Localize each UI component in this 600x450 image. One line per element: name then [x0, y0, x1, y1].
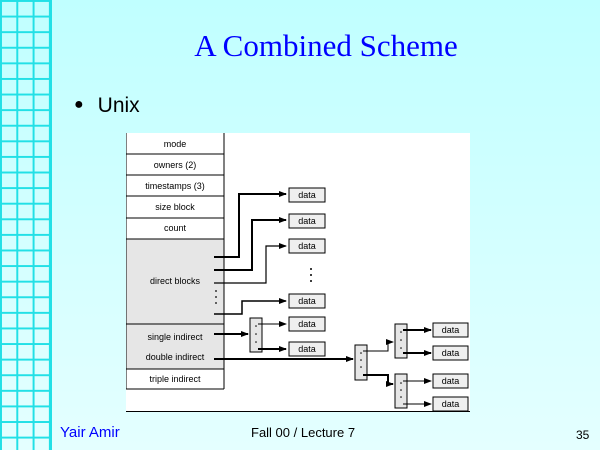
svg-text:data: data — [298, 241, 316, 251]
svg-text:data: data — [298, 190, 316, 200]
field-mode: mode — [164, 139, 187, 149]
svg-text:data: data — [442, 376, 460, 386]
footer-course: Fall 00 / Lecture 7 — [251, 425, 356, 440]
data-block: data — [288, 187, 326, 203]
indirect-block-lower — [394, 373, 408, 409]
field-timestamps: timestamps (3) — [145, 181, 205, 191]
field-single-indirect: single indirect — [147, 332, 203, 342]
grid-border — [50, 0, 52, 450]
inode-diagram: mode owners (2) timestamps (3) size bloc… — [126, 133, 470, 412]
data-block: data — [432, 373, 469, 389]
svg-text:data: data — [298, 319, 316, 329]
svg-text:data: data — [442, 325, 460, 335]
direct-gap-dots — [310, 268, 312, 282]
bullet-item: ● Unix — [74, 94, 140, 118]
data-block: data — [432, 345, 469, 361]
field-size-block: size block — [155, 202, 195, 212]
svg-text:data: data — [442, 348, 460, 358]
direct-blocks-shade — [126, 239, 224, 324]
inode-table: mode owners (2) timestamps (3) size bloc… — [126, 133, 225, 390]
single-indirect-block — [249, 317, 263, 353]
data-block: data — [288, 316, 326, 332]
bullet-text: Unix — [97, 94, 140, 117]
indirect-shade — [126, 324, 224, 369]
data-block: data — [288, 293, 326, 309]
second-level-pointers — [403, 327, 432, 407]
indirect-block-upper — [394, 323, 408, 359]
svg-text:data: data — [298, 216, 316, 226]
svg-text:data: data — [442, 399, 460, 409]
footer-author: Yair Amir — [60, 424, 120, 441]
double-indirect-block — [354, 344, 368, 381]
slide-title: A Combined Scheme — [194, 28, 458, 63]
data-block: data — [288, 213, 326, 229]
double-indirect-pointers — [363, 339, 394, 387]
decorative-grid — [0, 0, 51, 450]
data-block: data — [288, 341, 326, 357]
field-direct-blocks: direct blocks — [150, 276, 201, 286]
field-double-indirect: double indirect — [146, 352, 205, 362]
svg-text:data: data — [298, 344, 316, 354]
data-block: data — [432, 322, 469, 338]
field-triple-indirect: triple indirect — [149, 374, 201, 384]
data-block: data — [288, 238, 326, 254]
svg-text:data: data — [298, 296, 316, 306]
page-number: 35 — [576, 428, 590, 442]
single-indirect-pointers — [214, 321, 287, 352]
bullet-icon: ● — [74, 96, 84, 113]
data-block: data — [432, 396, 469, 412]
field-count: count — [164, 223, 187, 233]
direct-pointers — [214, 191, 287, 315]
field-owners: owners (2) — [154, 160, 197, 170]
